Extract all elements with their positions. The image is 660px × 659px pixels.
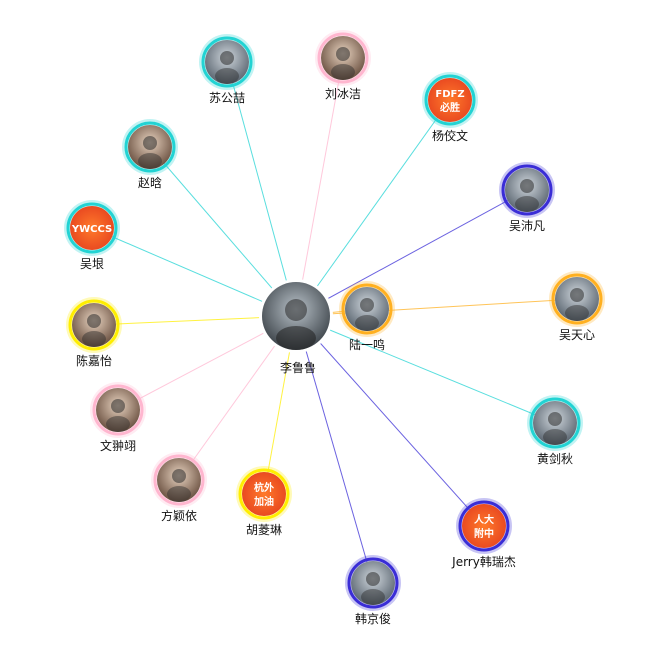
person-silhouette-icon: [87, 314, 101, 328]
edge-14: [295, 315, 485, 527]
friend-name-label: 吴沛凡: [509, 219, 545, 233]
edge-5: [295, 189, 528, 317]
friend-node[interactable]: 陆一鸣: [339, 281, 395, 352]
friend-name-label: 吴天心: [559, 328, 595, 342]
person-silhouette-icon: [106, 416, 130, 432]
badge-icon: [70, 206, 114, 250]
person-silhouette-icon: [215, 68, 239, 84]
person-silhouette-icon: [565, 305, 589, 321]
node-ring: [66, 202, 118, 254]
node-ring: [238, 468, 290, 520]
edge-1: [226, 61, 297, 317]
node-ring: [341, 283, 393, 335]
friend-node[interactable]: 韩京俊: [345, 555, 401, 626]
friend-node[interactable]: 赵晗: [122, 119, 178, 190]
friend-node[interactable]: 苏公喆: [199, 34, 255, 105]
person-silhouette-icon: [138, 153, 162, 169]
badge-text: 人大: [474, 513, 494, 526]
edge-15: [295, 315, 374, 584]
node-ring: [68, 299, 120, 351]
node-ring: [201, 36, 253, 88]
friend-name-label: 文翀翊: [100, 438, 136, 453]
friend-name-label: 韩京俊: [355, 611, 391, 626]
person-silhouette-icon: [570, 288, 584, 302]
edge-3: [295, 99, 451, 317]
friend-node[interactable]: 文翀翊: [90, 382, 146, 453]
person-silhouette-icon: [285, 299, 307, 321]
badge-text: 必胜: [439, 101, 460, 114]
friend-name-label: 黄剑秋: [537, 451, 573, 466]
person-silhouette-icon: [276, 326, 316, 350]
friend-node[interactable]: YWCCS 吴垠: [64, 200, 120, 271]
friend-name-label: 陆一鸣: [349, 337, 385, 352]
friend-name-label: 陈嘉怡: [76, 353, 112, 368]
friend-node[interactable]: 方颖依: [151, 452, 207, 523]
node-ring: [92, 384, 144, 436]
badge-icon: [242, 472, 286, 516]
node-ring: [124, 121, 176, 173]
person-silhouette-icon: [361, 589, 385, 605]
edge-2: [295, 57, 344, 317]
friend-node[interactable]: 陈嘉怡: [66, 297, 122, 368]
node-ring: [458, 500, 510, 552]
friend-name-label: Jerry韩瑞杰: [451, 554, 516, 569]
friend-name-label: 杨佼文: [432, 128, 468, 143]
person-silhouette-icon: [548, 412, 562, 426]
person-silhouette-icon: [111, 399, 125, 413]
person-silhouette-icon: [355, 315, 379, 331]
badge-icon: [462, 504, 506, 548]
edge-6: [91, 227, 297, 317]
person-silhouette-icon: [366, 572, 380, 586]
friend-name-label: 方颖依: [161, 508, 197, 523]
friend-name-label: 吴垠: [80, 257, 104, 271]
node-ring: [551, 273, 603, 325]
friend-node[interactable]: 吴天心: [549, 271, 605, 342]
badge-text: FDFZ: [435, 89, 464, 100]
friend-name-label: 苏公喆: [209, 91, 245, 105]
person-silhouette-icon: [520, 179, 534, 193]
node-ring: [529, 397, 581, 449]
node-ring: [317, 32, 369, 84]
friend-name-label: 刘冰洁: [325, 87, 361, 101]
friend-name-label: 胡菱琳: [246, 523, 282, 537]
node-ring: [501, 164, 553, 216]
node-ring: [424, 74, 476, 126]
badge-text: YWCCS: [71, 224, 112, 235]
badge-icon: [428, 78, 472, 122]
center-node[interactable]: 李鲁鲁: [259, 279, 333, 375]
edge-11: [295, 315, 556, 424]
edge-4: [149, 146, 297, 317]
friend-node[interactable]: 黄剑秋: [527, 395, 583, 466]
person-silhouette-icon: [336, 47, 350, 61]
person-silhouette-icon: [331, 64, 355, 80]
person-silhouette-icon: [220, 51, 234, 65]
edge-7: [295, 298, 578, 317]
person-silhouette-icon: [360, 298, 374, 312]
badge-text: 附中: [474, 527, 494, 540]
node-ring: [153, 454, 205, 506]
person-silhouette-icon: [167, 486, 191, 502]
friend-name-label: 赵晗: [138, 175, 162, 190]
person-silhouette-icon: [82, 331, 106, 347]
badge-text: 杭外: [254, 481, 274, 494]
person-silhouette-icon: [143, 136, 157, 150]
person-silhouette-icon: [172, 469, 186, 483]
friend-node[interactable]: 刘冰洁: [315, 30, 371, 101]
person-silhouette-icon: [543, 429, 567, 445]
badge-text: 加油: [253, 495, 274, 508]
person-silhouette-icon: [515, 196, 539, 212]
center-name-label: 李鲁鲁: [280, 360, 316, 375]
friend-node[interactable]: 吴沛凡: [499, 162, 555, 233]
node-ring: [347, 557, 399, 609]
